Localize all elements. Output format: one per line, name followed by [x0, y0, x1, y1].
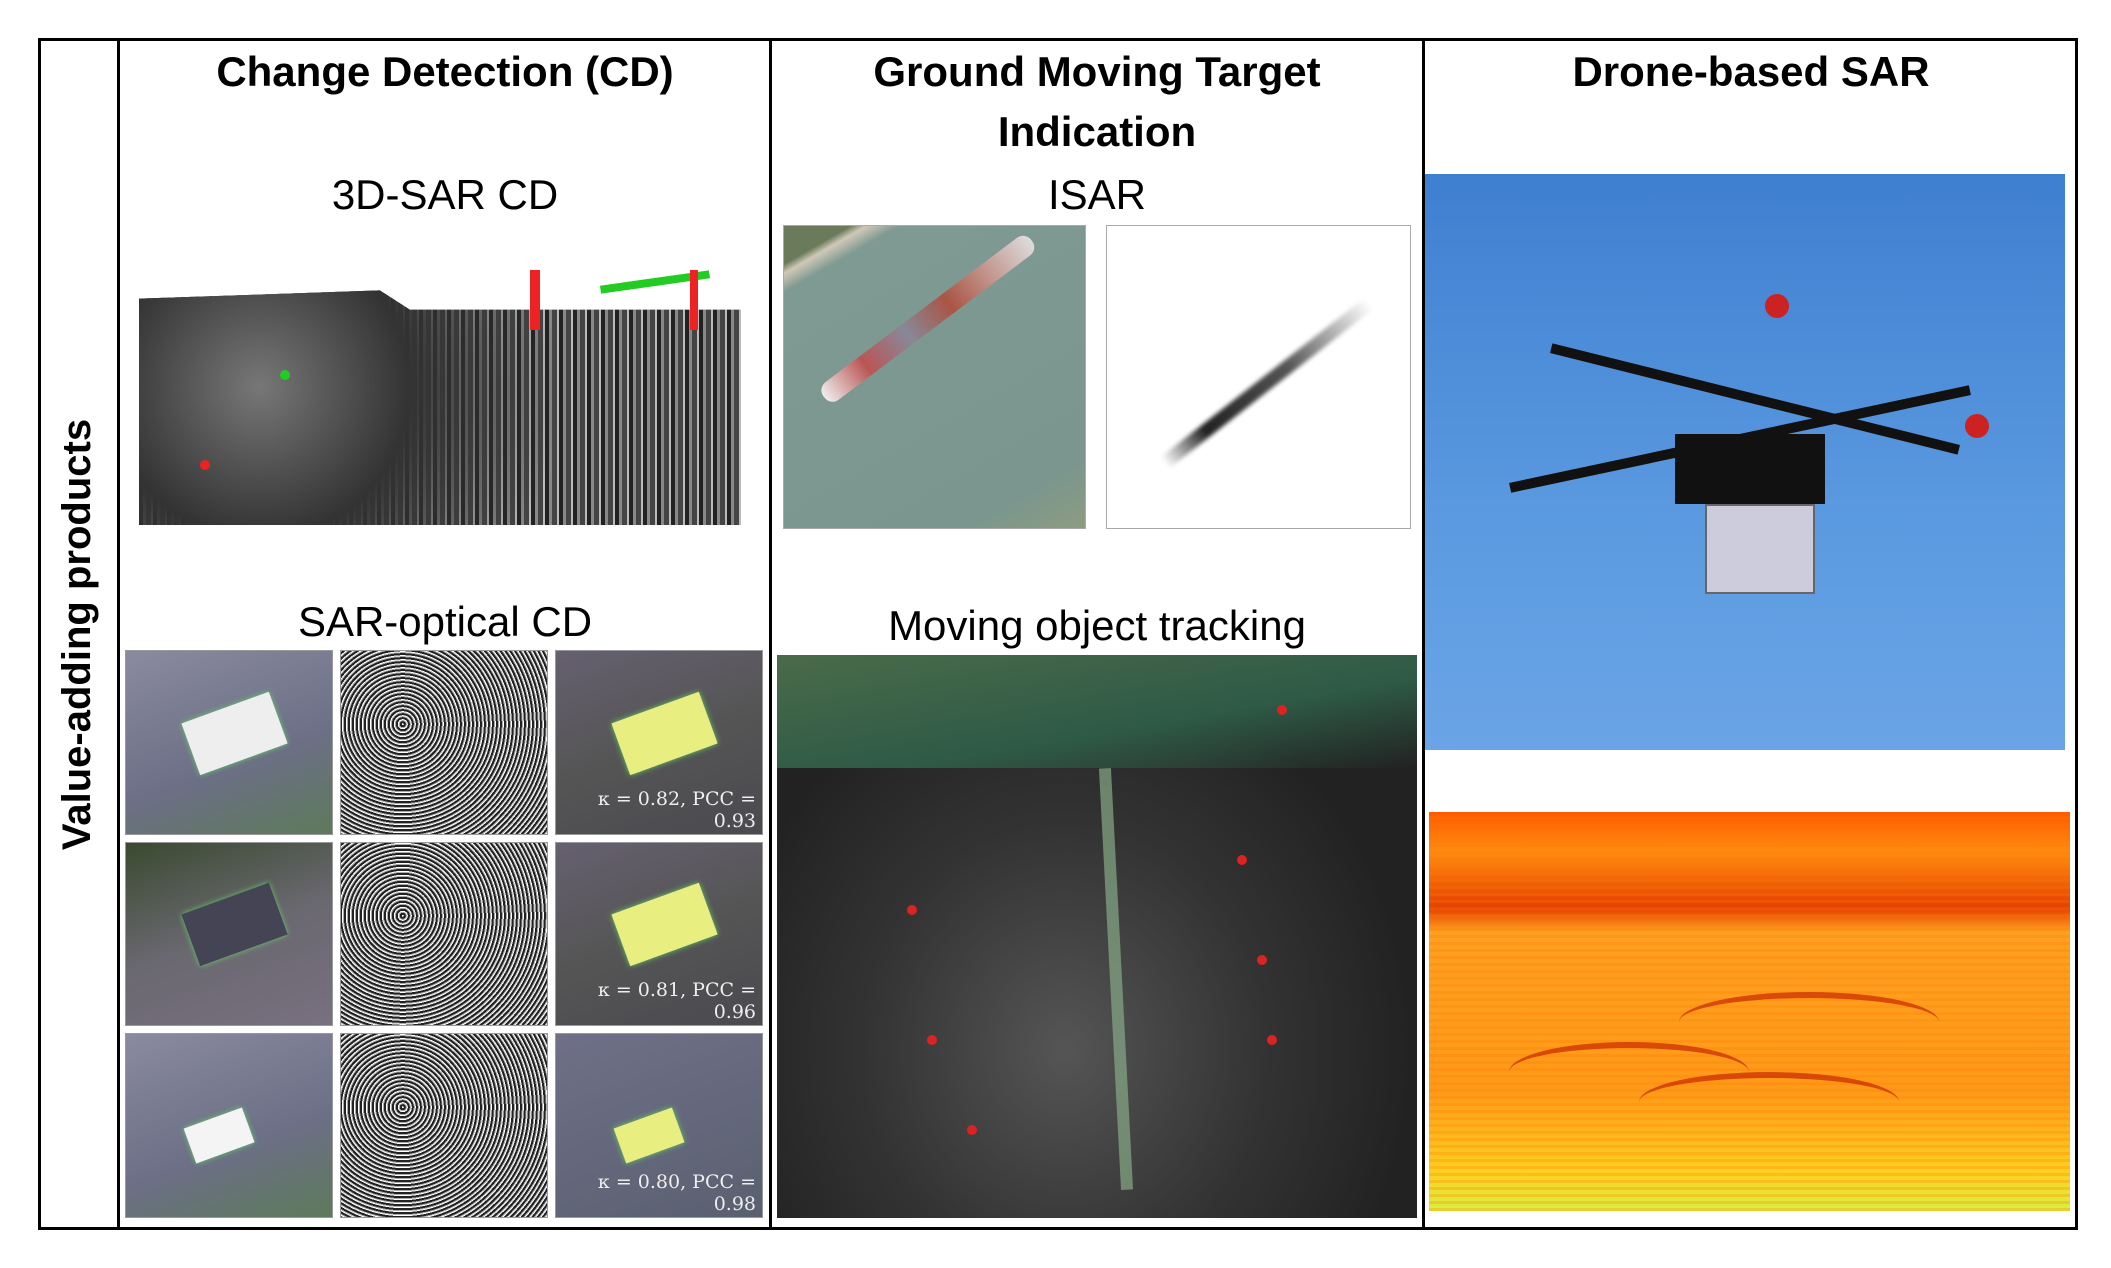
change-marker [200, 460, 210, 470]
cd-result-image: κ = 0.80, PCC = 0.98 [555, 1033, 763, 1218]
gmti-title-line2: Indication [997, 108, 1197, 155]
3d-sar-cd-image [139, 290, 741, 525]
change-marker [530, 270, 540, 330]
track-marker [1267, 1035, 1277, 1045]
drone-title: Drone-based SAR [1572, 48, 1930, 95]
isar-signature [1160, 297, 1374, 469]
sar-image [340, 650, 548, 835]
drone-body [1675, 434, 1825, 504]
metric-label: κ = 0.81, PCC = 0.96 [597, 979, 756, 1024]
drone-photo [1425, 174, 2065, 750]
row-label: Value-adding products [38, 38, 118, 1230]
road [1098, 767, 1133, 1190]
divider [1422, 38, 1425, 1230]
land-area [777, 655, 1417, 768]
gmti-title-line1: Ground Moving Target [873, 48, 1321, 95]
optical-image [125, 650, 333, 835]
sar-image [340, 841, 548, 1027]
isar-label: ISAR [1047, 171, 1147, 218]
optical-image [125, 841, 333, 1027]
track-marker [1277, 705, 1287, 715]
figure-frame [38, 38, 2078, 1230]
metric-label: κ = 0.82, PCC = 0.93 [597, 787, 756, 832]
track-marker [1257, 955, 1267, 965]
sar-sensor [1705, 504, 1815, 594]
tracking-image [777, 655, 1417, 1218]
row-label-text: Value-adding products [55, 418, 100, 850]
sar-optical-grid: κ = 0.82, PCC = 0.93 κ = 0.81, PCC = 0.9… [125, 650, 763, 1218]
change-marker [280, 370, 290, 380]
divider [117, 38, 120, 1230]
isar-image [1106, 225, 1411, 529]
track-marker [907, 905, 917, 915]
ship-optical-image [783, 225, 1086, 529]
cd-result-image: κ = 0.81, PCC = 0.96 [555, 841, 763, 1027]
target-hyperbola [1509, 1042, 1749, 1102]
rotor [1765, 294, 1789, 318]
optical-image [125, 1033, 333, 1218]
drone-sar-spectrogram [1429, 812, 2070, 1211]
sar-optical-cd-label: SAR-optical CD [297, 598, 593, 645]
rotor [1965, 414, 1989, 438]
cd-title: Change Detection (CD) [216, 48, 674, 95]
track-marker [927, 1035, 937, 1045]
tracking-label: Moving object tracking [888, 602, 1306, 649]
3d-sar-cd-label: 3D-SAR CD [331, 171, 559, 218]
target-hyperbola [1639, 1072, 1899, 1132]
track-marker [967, 1125, 977, 1135]
sar-image [340, 1033, 548, 1218]
target-hyperbola [1679, 992, 1939, 1052]
divider [769, 38, 772, 1230]
track-marker [1237, 855, 1247, 865]
change-marker [690, 270, 698, 330]
cd-result-image: κ = 0.82, PCC = 0.93 [555, 650, 763, 835]
ship [817, 231, 1039, 406]
metric-label: κ = 0.80, PCC = 0.98 [597, 1171, 756, 1215]
